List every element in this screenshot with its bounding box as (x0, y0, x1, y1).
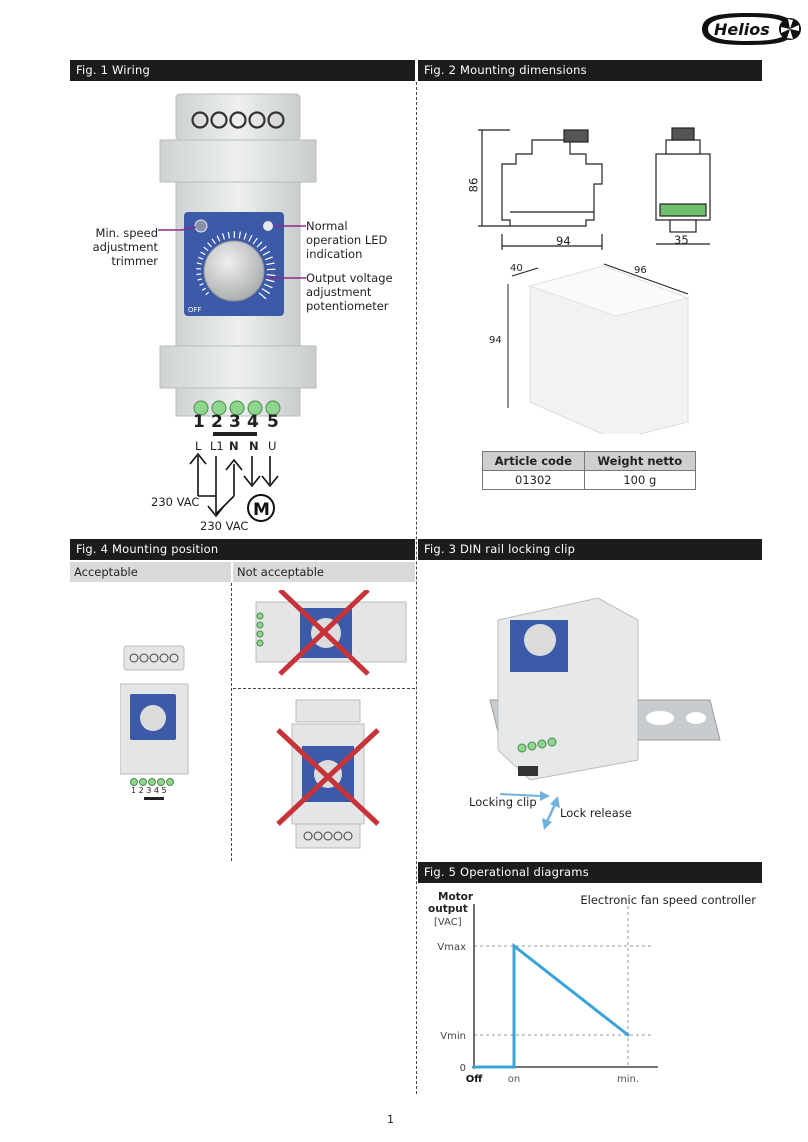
article-code-value: 01302 (482, 470, 585, 490)
series-point (472, 1065, 476, 1069)
led-icon (263, 221, 273, 231)
svg-text:M: M (253, 500, 270, 520)
not-acceptable-horizontal (255, 590, 407, 676)
acceptable-terminal-numbers: 1 2 3 4 5 (131, 786, 167, 795)
din-rail-illustration (489, 597, 721, 781)
supply-label-2: 230 VAC (200, 519, 249, 533)
page-number: 1 (387, 1113, 394, 1126)
fig4-row-divider (233, 688, 415, 689)
fig5-header: Fig. 5 Operational diagrams (418, 862, 762, 883)
fig2-header: Fig. 2 Mounting dimensions (418, 60, 762, 81)
y-tick-label: Vmin (440, 1031, 466, 1042)
acceptable-header: Acceptable (70, 562, 231, 582)
chart-grid (474, 906, 654, 1067)
weight-value: 100 g (583, 470, 697, 490)
series-point (512, 944, 516, 948)
dim-box-depth: 40 (510, 263, 523, 274)
reject-cross-icon (278, 590, 370, 676)
operational-chart: Electronic fan speed controller Motor ou… (428, 891, 756, 1085)
table-row: 01302 100 g (482, 470, 697, 490)
motor-icon (247, 494, 275, 522)
not-acceptable-header: Not acceptable (233, 562, 415, 582)
brand-text: Helios (714, 20, 770, 39)
dim-height: 86 (466, 177, 481, 193)
potentiometer-knob-icon (203, 240, 265, 302)
trimmer-icon (194, 219, 208, 233)
weight-header: Weight netto (583, 451, 697, 471)
y-axis-label-line-3: [VAC] (434, 917, 462, 928)
terminal-screws-icon (193, 400, 281, 416)
series-point (512, 1065, 516, 1069)
lock-release-label: Lock release (560, 806, 632, 820)
locking-clip-label: Locking clip (469, 795, 537, 809)
chart-title: Electronic fan speed controller (580, 893, 756, 907)
y-axis-label-line-1: Motor (438, 891, 474, 903)
mounting-dimensions-drawing (478, 127, 711, 434)
dial-ticks-icon (196, 231, 276, 300)
dim-box-height: 94 (489, 335, 502, 346)
fan-icon (779, 18, 801, 40)
article-code-header: Article code (482, 451, 585, 471)
y-tick-label: 0 (460, 1063, 466, 1074)
x-tick-label: min. (617, 1074, 639, 1085)
fig3-header: Fig. 3 DIN rail locking clip (418, 539, 762, 560)
not-acceptable-inverted (276, 699, 380, 849)
y-tick-label: Vmax (437, 942, 466, 953)
fig4-header: Fig. 4 Mounting position (70, 539, 415, 560)
dim-box-width: 96 (634, 265, 647, 276)
reject-cross-icon (276, 728, 380, 826)
series-line (474, 942, 629, 1069)
wiring-device-illustration: OFF M (158, 93, 317, 522)
x-tick-label: Off (466, 1074, 484, 1085)
fig1-header: Fig. 1 Wiring (70, 60, 415, 81)
fig4-divider (231, 583, 232, 861)
y-axis-label-line-2: output (428, 903, 468, 915)
helios-logo: Helios (702, 13, 801, 45)
dim-depth-side: 35 (674, 233, 689, 247)
spec-table: Article code Weight netto 01302 100 g (482, 451, 697, 490)
chart-series (472, 942, 630, 1069)
dim-width: 94 (556, 234, 571, 248)
series-point (626, 1033, 630, 1037)
x-tick-label: on (508, 1074, 520, 1085)
center-divider (416, 82, 417, 1094)
locking-clip-arrows (500, 791, 560, 830)
supply-label-1: 230 VAC (151, 495, 200, 509)
acceptable-mount-illustration (120, 645, 189, 800)
spec-header-row: Article code Weight netto (482, 451, 697, 471)
svg-text:OFF: OFF (188, 306, 202, 314)
